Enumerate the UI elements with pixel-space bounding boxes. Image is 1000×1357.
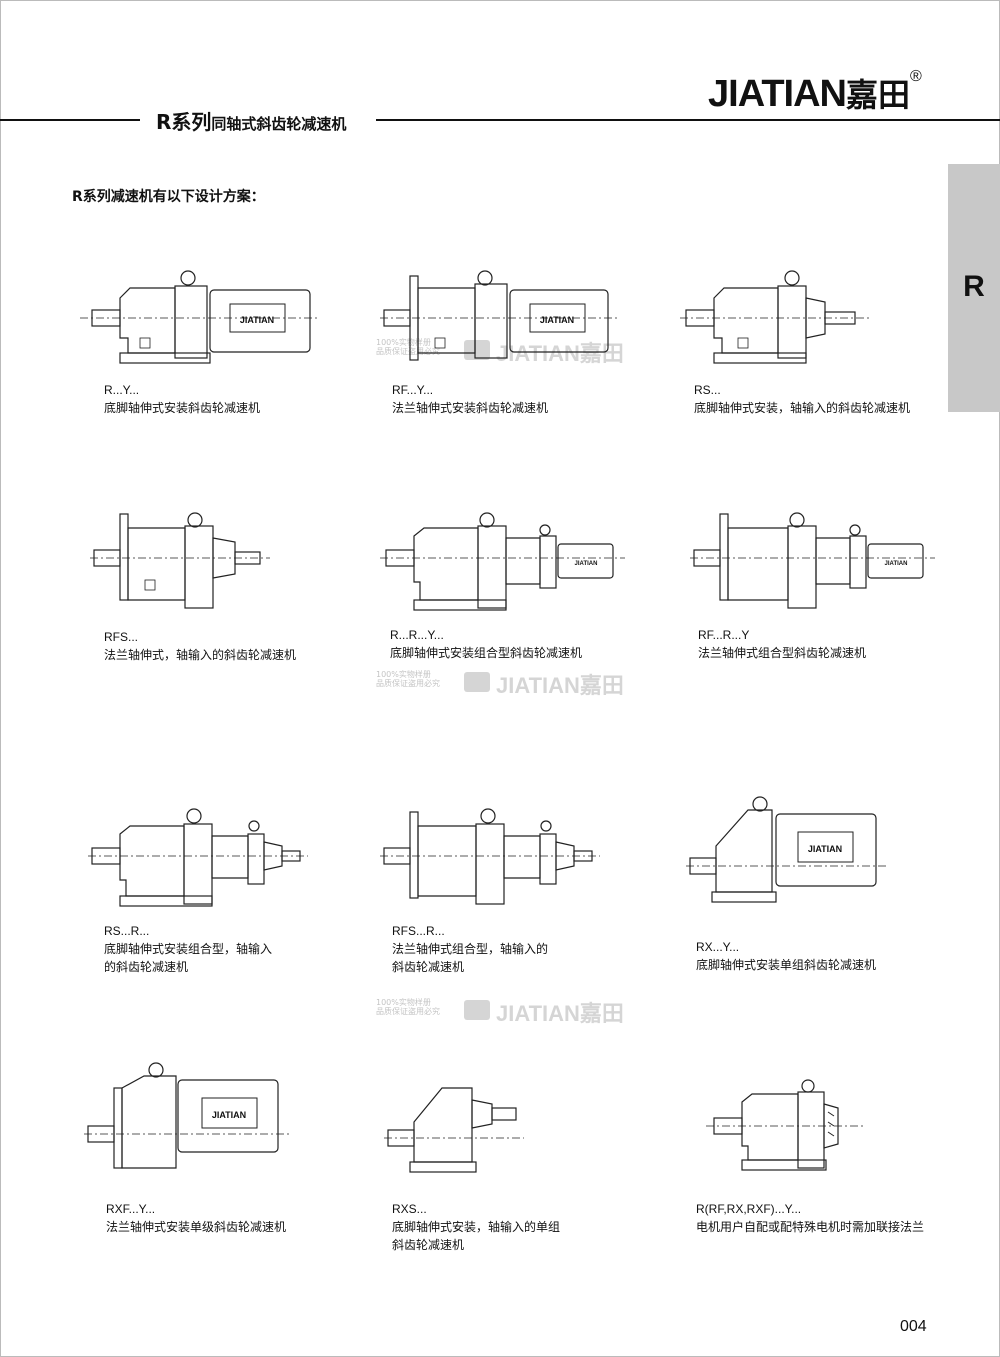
brand-cn: 嘉田 (845, 77, 910, 113)
item-code: R...Y... (104, 383, 140, 397)
drawing-rs (680, 268, 870, 368)
drawing-rxf-y: JIATIAN (84, 1062, 289, 1177)
motor-label: JIATIAN (885, 561, 908, 567)
side-tab-letter: R (963, 270, 985, 303)
drawing-r-y: JIATIAN (80, 268, 320, 368)
watermark-line1: 100%实物样册 (376, 670, 431, 679)
side-section-tab: R (948, 164, 1000, 412)
series-prefix: R系列 (156, 110, 212, 134)
caption-rf-y: RF...Y... 法兰轴伸式安装斜齿轮减速机 (392, 381, 548, 417)
item-code: R...R...Y... (390, 628, 444, 642)
item-desc: 底脚轴伸式安装，轴输入的斜齿轮减速机 (694, 401, 911, 415)
camera-icon (464, 340, 490, 360)
item-code: RF...Y... (392, 383, 434, 397)
item-desc: 的斜齿轮减速机 (104, 960, 189, 974)
brand-logo: JIATIAN嘉田® (708, 68, 922, 116)
series-suffix: 同轴式斜齿轮减速机 (211, 115, 347, 133)
watermark-text: JIATIAN嘉田 (496, 1001, 624, 1026)
caption-rxf-y: RXF...Y... 法兰轴伸式安装单级斜齿轮减速机 (106, 1200, 286, 1236)
motor-label: JIATIAN (212, 1110, 246, 1120)
camera-icon (464, 672, 490, 692)
caption-r-flange-y: R(RF,RX,RXF)...Y... 电机用户自配或配特殊电机时需加联接法兰 (696, 1200, 924, 1236)
intro-text: R系列减速机有以下设计方案： (72, 189, 265, 205)
motor-label: JIATIAN (540, 315, 574, 325)
item-code: RS... (694, 383, 721, 397)
camera-icon (464, 1000, 490, 1020)
watermark-text: JIATIAN嘉田 (496, 673, 624, 698)
caption-rfs: RFS... 法兰轴伸式，轴输入的斜齿轮减速机 (104, 628, 296, 664)
drawing-rxs (384, 1080, 524, 1180)
drawing-rs-r (88, 806, 308, 911)
watermark-line2: 品质保证盗用必究 (376, 679, 440, 688)
watermark-line1: 100%实物样册 (376, 998, 431, 1007)
drawing-rfs-r (380, 806, 600, 911)
caption-rfs-r: RFS...R... 法兰轴伸式组合型，轴输入的 斜齿轮减速机 (392, 922, 548, 976)
caption-r-y: R...Y... 底脚轴伸式安装斜齿轮减速机 (104, 381, 260, 417)
caption-rf-r-y: RF...R...Y 法兰轴伸式组合型斜齿轮减速机 (698, 626, 866, 662)
drawing-rf-r-y: JIATIAN (690, 510, 935, 615)
item-desc: 底脚轴伸式安装，轴输入的单组 (392, 1220, 561, 1234)
brand-latin: JIATIAN (708, 73, 847, 115)
item-desc: 法兰轴伸式组合型斜齿轮减速机 (698, 646, 867, 660)
item-desc: 底脚轴伸式安装组合型，轴输入 (104, 942, 273, 956)
watermark-text: JIATIAN嘉田 (496, 341, 624, 366)
item-desc: 电机用户自配或配特殊电机时需加联接法兰 (696, 1220, 925, 1234)
item-code: RXS... (392, 1202, 427, 1216)
item-code: RX...Y... (696, 940, 740, 954)
item-desc: 底脚轴伸式安装斜齿轮减速机 (104, 401, 261, 415)
brand-registered-mark: ® (909, 68, 922, 85)
item-code: RFS... (104, 630, 139, 644)
watermark: 100%实物样册品质保证盗用必究 JIATIAN嘉田 (376, 998, 646, 1026)
item-code: RF...R...Y (698, 628, 750, 642)
item-desc: 底脚轴伸式安装单组斜齿轮减速机 (696, 958, 877, 972)
item-desc: 斜齿轮减速机 (392, 960, 465, 974)
item-code: RS...R... (104, 924, 150, 938)
item-desc: 法兰轴伸式组合型，轴输入的 (392, 942, 549, 956)
item-desc: 法兰轴伸式，轴输入的斜齿轮减速机 (104, 648, 297, 662)
motor-label: JIATIAN (575, 561, 598, 567)
item-desc: 法兰轴伸式安装斜齿轮减速机 (392, 401, 549, 415)
drawing-r-r-y: JIATIAN (380, 510, 625, 615)
item-desc: 斜齿轮减速机 (392, 1238, 465, 1252)
caption-r-r-y: R...R...Y... 底脚轴伸式安装组合型斜齿轮减速机 (390, 626, 582, 662)
item-code: RFS...R... (392, 924, 445, 938)
header-rule-right (376, 119, 1000, 121)
drawing-r-flange-y (706, 1078, 866, 1178)
watermark-line2: 品质保证盗用必究 (376, 1007, 440, 1016)
page-number: 004 (900, 1318, 927, 1335)
drawing-rf-y: JIATIAN (380, 268, 620, 368)
caption-rs: RS... 底脚轴伸式安装，轴输入的斜齿轮减速机 (694, 381, 910, 417)
watermark: 100%实物样册品质保证盗用必究 JIATIAN嘉田 (376, 338, 646, 366)
motor-label: JIATIAN (808, 844, 842, 854)
drawing-rfs (90, 510, 270, 615)
caption-rs-r: RS...R... 底脚轴伸式安装组合型，轴输入 的斜齿轮减速机 (104, 922, 272, 976)
drawing-rx-y: JIATIAN (686, 796, 886, 906)
watermark: 100%实物样册品质保证盗用必究 JIATIAN嘉田 (376, 670, 646, 698)
motor-label: JIATIAN (240, 315, 274, 325)
item-desc: 法兰轴伸式安装单级斜齿轮减速机 (106, 1220, 287, 1234)
item-code: R(RF,RX,RXF)...Y... (696, 1202, 802, 1216)
watermark-line1: 100%实物样册 (376, 338, 431, 347)
header-rule-left (0, 119, 140, 121)
series-title: R系列同轴式斜齿轮减速机 (156, 106, 346, 135)
watermark-line2: 品质保证盗用必究 (376, 347, 440, 356)
caption-rx-y: RX...Y... 底脚轴伸式安装单组斜齿轮减速机 (696, 938, 876, 974)
item-code: RXF...Y... (106, 1202, 156, 1216)
caption-rxs: RXS... 底脚轴伸式安装，轴输入的单组 斜齿轮减速机 (392, 1200, 560, 1254)
item-desc: 底脚轴伸式安装组合型斜齿轮减速机 (390, 646, 583, 660)
